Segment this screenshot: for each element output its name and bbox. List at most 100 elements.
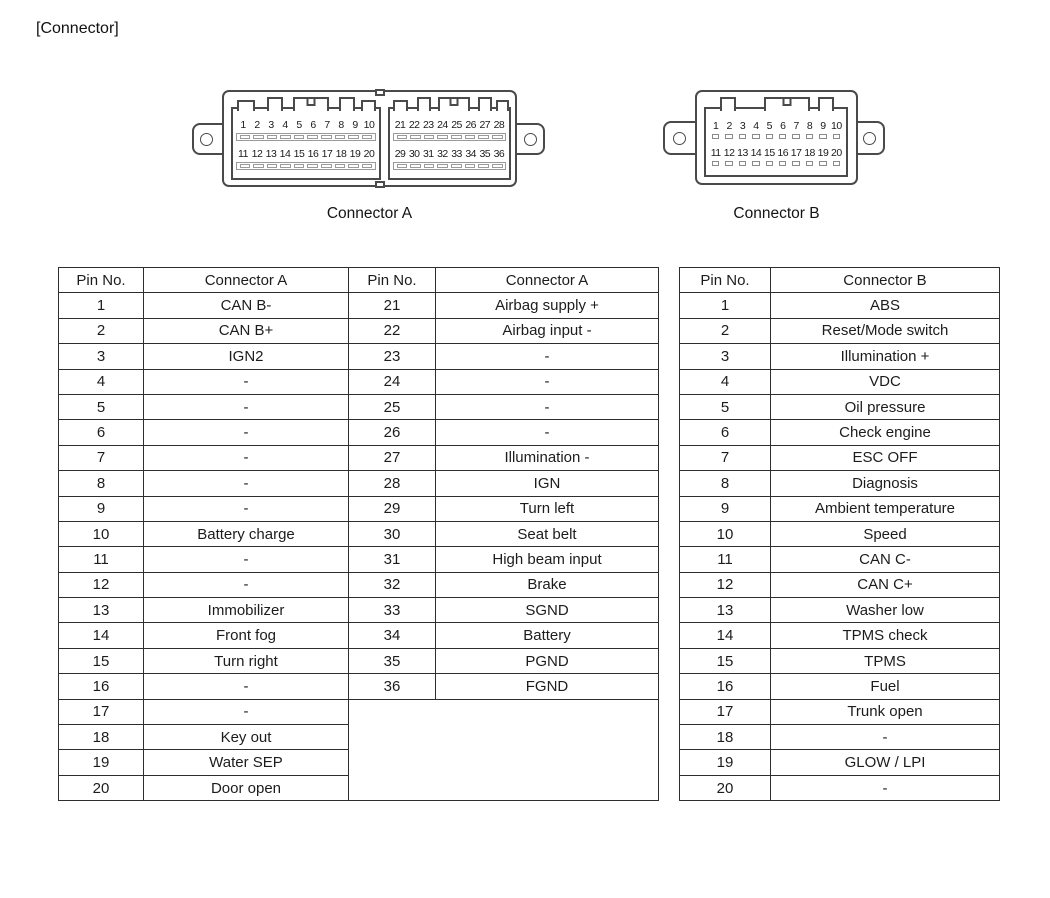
pin-cell: 8 xyxy=(679,470,771,497)
table-row: 4-24- xyxy=(58,368,659,395)
table-row: 17- xyxy=(58,698,659,802)
signal-cell: Trunk open xyxy=(770,698,1000,726)
pin-cell: 3 xyxy=(58,343,144,370)
signal-cell: - xyxy=(143,571,349,599)
signal-cell: CAN C+ xyxy=(770,571,1000,599)
pin-cell: 19 xyxy=(58,749,144,776)
pin-contact xyxy=(464,164,476,168)
pin-contact xyxy=(334,135,346,139)
pin-contact xyxy=(451,135,462,139)
pin-contact xyxy=(478,135,489,139)
pin-cell: 24 xyxy=(348,368,436,395)
pin-contact xyxy=(361,135,373,139)
pin-number: 2 xyxy=(726,119,732,132)
pin-contact xyxy=(451,164,462,168)
signal-cell: - xyxy=(435,419,659,446)
column-header-pin-no: Pin No. xyxy=(348,266,436,294)
pin-cell: 10 xyxy=(58,520,144,548)
mounting-hole xyxy=(863,131,876,145)
table-row: 18- xyxy=(679,724,1000,751)
pin-number: 17 xyxy=(321,148,333,160)
pin-contact xyxy=(725,161,733,166)
keying-notch xyxy=(293,97,329,111)
pin-cell: 9 xyxy=(58,495,144,522)
pin-number: 12 xyxy=(723,146,735,159)
signal-cell: - xyxy=(435,343,659,370)
pin-number: 1 xyxy=(713,119,719,132)
pin-number: 30 xyxy=(408,148,420,160)
signal-cell: - xyxy=(770,724,1000,751)
pin-cell: 33 xyxy=(348,597,436,624)
pin-number: 1 xyxy=(240,119,246,131)
pin-cell: 25 xyxy=(348,393,436,421)
pin-cell: 28 xyxy=(348,470,436,497)
signal-cell: Oil pressure xyxy=(770,393,1000,421)
pin-number: 23 xyxy=(422,119,434,131)
signal-cell: Reset/Mode switch xyxy=(770,317,1000,345)
pin-contact xyxy=(280,135,291,139)
column-header-connector-b: Connector B xyxy=(770,266,1000,294)
keying-tab xyxy=(449,99,459,106)
pin-number: 4 xyxy=(753,119,759,132)
pin-number: 25 xyxy=(451,119,462,131)
signal-cell: Battery charge xyxy=(143,520,349,548)
pin-number: 3 xyxy=(268,119,274,131)
pin-contact xyxy=(491,135,503,139)
pin-cell: 1 xyxy=(679,292,771,319)
pin-contact xyxy=(832,134,841,139)
pin-number: 11 xyxy=(710,146,721,159)
signal-cell: CAN B- xyxy=(143,292,349,319)
signal-cell: Speed xyxy=(770,520,1000,548)
signal-cell: - xyxy=(143,673,349,700)
pin-contact xyxy=(712,134,720,139)
pin-number: 14 xyxy=(279,148,291,160)
pin-contact xyxy=(239,164,251,168)
pin-number: 13 xyxy=(265,148,277,160)
pin-cell: 11 xyxy=(58,546,144,573)
pin-cell: 27 xyxy=(348,444,436,472)
pin-contact-strip xyxy=(709,161,843,167)
pin-contact xyxy=(738,161,747,166)
pin-contact xyxy=(321,164,332,168)
signal-cell: - xyxy=(143,444,349,472)
pin-contact xyxy=(253,135,264,139)
pin-contact xyxy=(765,161,774,166)
signal-cell: GLOW / LPI xyxy=(770,749,1000,776)
pin-number: 4 xyxy=(282,119,288,131)
signal-cell: TPMS xyxy=(770,647,1000,675)
pin-cell: 7 xyxy=(679,444,771,472)
pin-cell: 4 xyxy=(58,368,144,395)
pin-number: 29 xyxy=(394,148,406,160)
mounting-hole xyxy=(673,131,686,145)
pin-cell: 23 xyxy=(348,343,436,370)
pin-cell: 20 xyxy=(679,774,771,802)
pin-contact xyxy=(307,164,319,168)
signal-cell: - xyxy=(143,698,349,726)
pin-contact xyxy=(805,161,814,166)
pin-contact xyxy=(410,164,421,168)
signal-cell: - xyxy=(143,419,349,446)
pin-contact xyxy=(266,135,278,139)
keying-notch xyxy=(361,100,376,111)
pin-number: 32 xyxy=(437,148,448,160)
connector-b-mounting-ear-left xyxy=(663,121,697,155)
signal-cell: - xyxy=(435,368,659,395)
pin-cell: 5 xyxy=(679,393,771,421)
pin-contact xyxy=(266,164,278,168)
pin-number: 28 xyxy=(493,119,505,131)
